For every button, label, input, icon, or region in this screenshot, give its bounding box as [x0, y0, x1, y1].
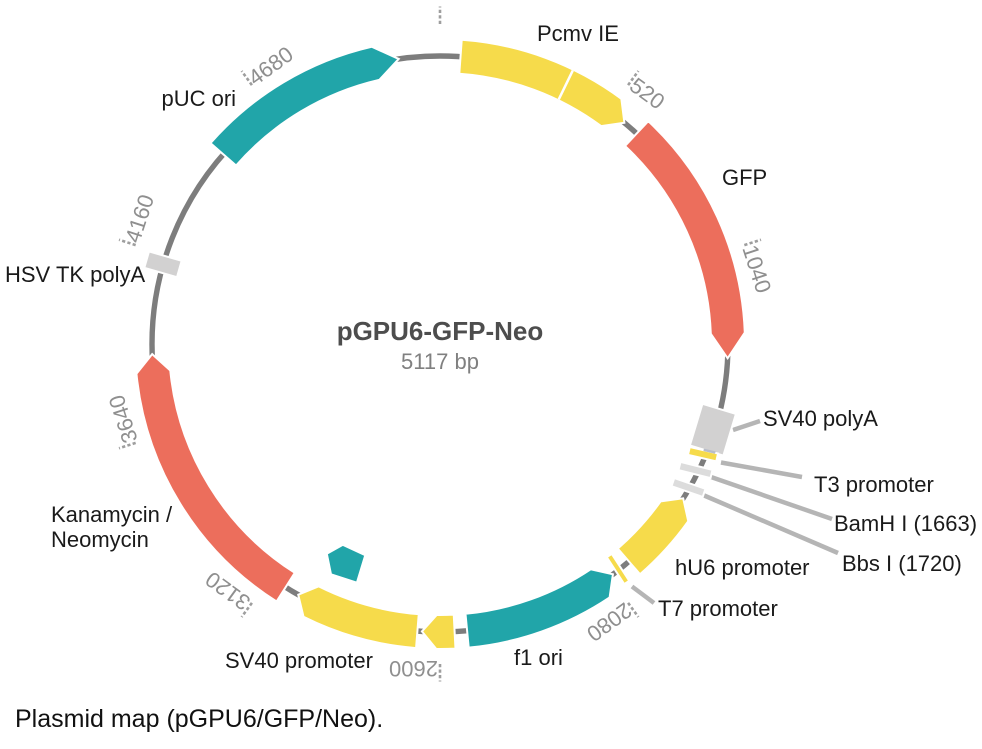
svg-text:Bbs I (1720): Bbs I (1720)	[842, 551, 962, 576]
svg-text:Plasmid map (pGPU6/GFP/Neo).: Plasmid map (pGPU6/GFP/Neo).	[15, 705, 383, 733]
svg-text:T3 promoter: T3 promoter	[814, 472, 934, 497]
svg-text:2600: 2600	[389, 656, 438, 681]
svg-text:SV40 polyA: SV40 polyA	[763, 406, 878, 431]
svg-text:Neomycin: Neomycin	[51, 527, 149, 552]
svg-text:GFP: GFP	[722, 165, 767, 190]
svg-text:pUC ori: pUC ori	[162, 86, 237, 111]
svg-text:BamH I (1663): BamH I (1663)	[834, 511, 977, 536]
svg-text:SV40 promoter: SV40 promoter	[225, 648, 373, 673]
svg-text:Kanamycin /: Kanamycin /	[51, 502, 173, 527]
svg-text:T7 promoter: T7 promoter	[658, 596, 778, 621]
svg-text:HSV TK polyA: HSV TK polyA	[5, 262, 146, 287]
svg-text:Pcmv IE: Pcmv IE	[537, 21, 619, 46]
svg-text:f1 ori: f1 ori	[514, 645, 563, 670]
svg-text:5117 bp: 5117 bp	[401, 349, 479, 374]
svg-text:hU6 promoter: hU6 promoter	[675, 555, 810, 580]
svg-text:pGPU6-GFP-Neo: pGPU6-GFP-Neo	[337, 316, 544, 346]
